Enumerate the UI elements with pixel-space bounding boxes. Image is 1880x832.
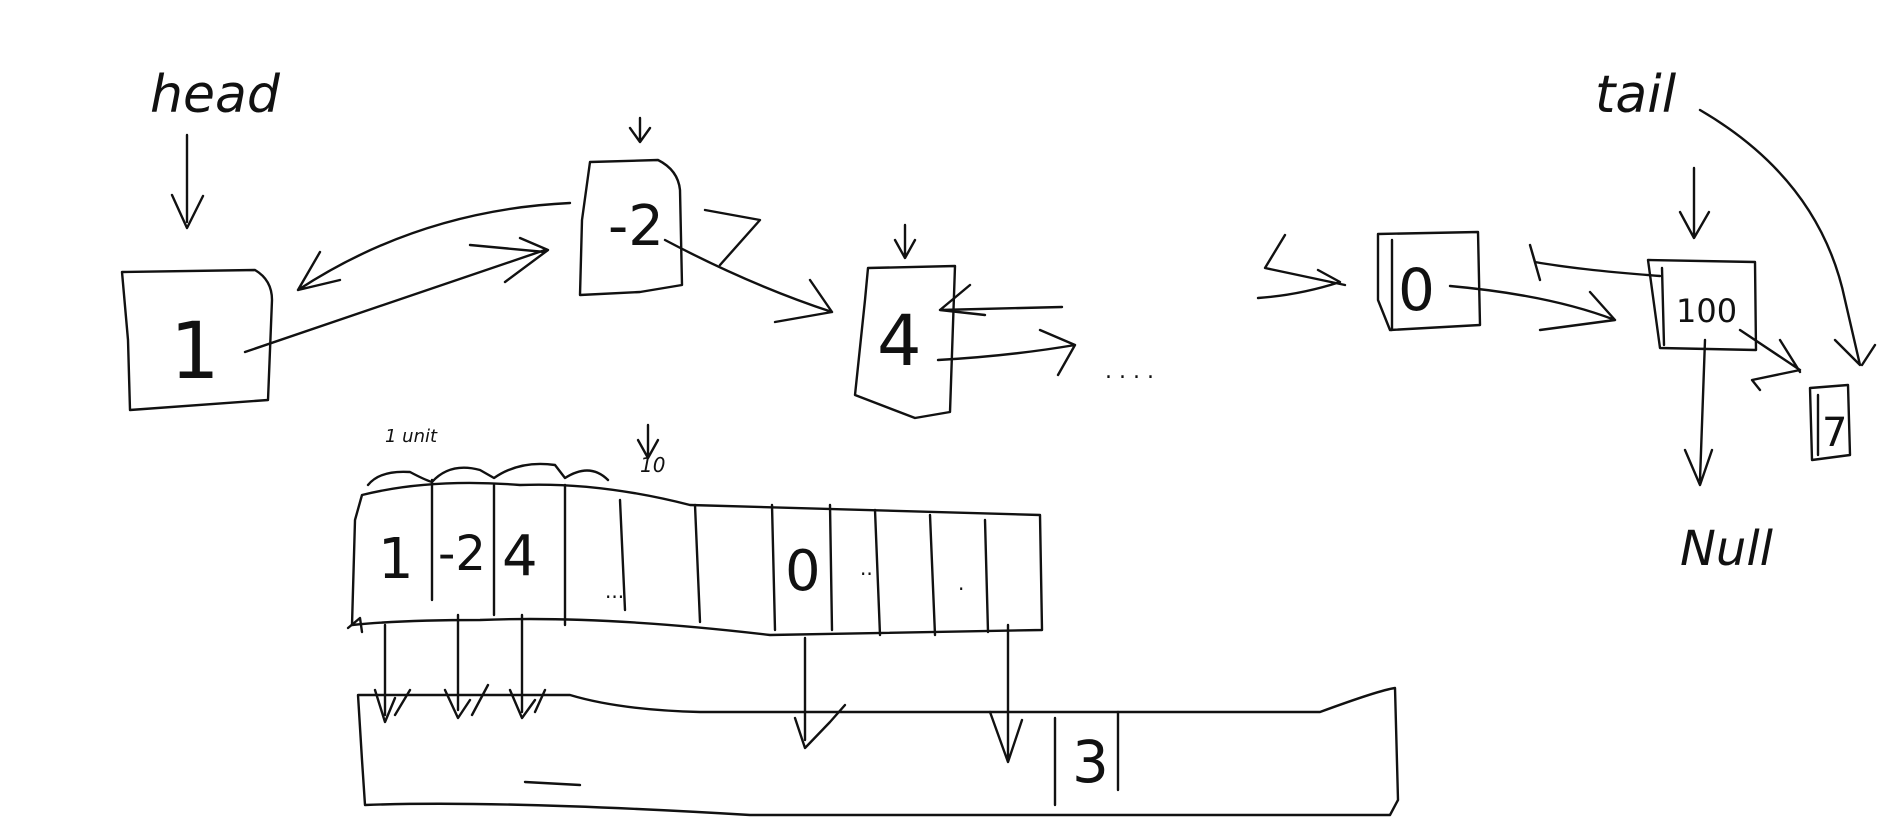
first-unit-label: 1 unit bbox=[385, 426, 438, 447]
node-1-box bbox=[120, 268, 274, 412]
connector-cell-3 bbox=[508, 613, 547, 720]
array-cell-6: .. bbox=[860, 556, 873, 580]
node-6-box bbox=[1808, 383, 1852, 462]
node-6-value: 7 bbox=[1822, 410, 1847, 456]
node-3-value: 4 bbox=[877, 300, 922, 382]
node-1-value: 1 bbox=[170, 307, 220, 397]
array-cell-2: -2 bbox=[438, 526, 486, 582]
link-2-to-3 bbox=[663, 238, 834, 324]
connector-cell-5 bbox=[793, 636, 847, 750]
link-prev-0 bbox=[1256, 233, 1347, 300]
array-cell-5: 0 bbox=[785, 539, 821, 604]
node-2-value: -2 bbox=[608, 194, 664, 259]
bottom-strip-cell bbox=[1053, 710, 1120, 807]
connector-cell-2 bbox=[443, 613, 490, 720]
null-label: Null bbox=[1680, 521, 1774, 577]
array-cell-4: ... bbox=[605, 579, 624, 603]
array-cell-1: 1 bbox=[378, 527, 414, 592]
link-3-to-next bbox=[936, 328, 1077, 377]
tail-curve bbox=[1698, 108, 1877, 367]
connector-cell-7 bbox=[988, 623, 1024, 764]
tail-arrow bbox=[1678, 166, 1711, 240]
array-cell-3: 4 bbox=[502, 524, 538, 589]
list-ellipsis: . . . . bbox=[1105, 359, 1154, 384]
link-1-to-2 bbox=[243, 236, 550, 354]
tail-label: tail bbox=[1595, 65, 1677, 125]
link-2-to-1 bbox=[296, 201, 572, 292]
link-100-to-0 bbox=[1528, 243, 1662, 282]
node-3-pointer bbox=[893, 223, 917, 260]
node-5-value: 100 bbox=[1676, 292, 1737, 330]
array-cell-7: . bbox=[958, 571, 964, 595]
link-0-to-100 bbox=[1448, 284, 1617, 332]
link-100-to-null bbox=[1683, 338, 1714, 487]
head-label: head bbox=[150, 65, 281, 125]
array-dividers bbox=[430, 478, 990, 637]
bottom-strip-outline bbox=[356, 686, 1400, 817]
node-5-box bbox=[1646, 258, 1758, 352]
head-arrow bbox=[170, 133, 205, 230]
array-outline bbox=[350, 481, 1044, 637]
node-2-pointer bbox=[628, 116, 652, 144]
link-3-to-2 bbox=[703, 208, 1064, 317]
bottom-strip-value: 3 bbox=[1072, 728, 1109, 796]
node-2-box bbox=[578, 158, 684, 297]
node-4-value: 0 bbox=[1398, 256, 1435, 324]
node-4-box bbox=[1376, 230, 1482, 332]
array-left-tick bbox=[346, 616, 364, 634]
node-3-box bbox=[853, 264, 957, 420]
connector-cell-1 bbox=[373, 623, 412, 724]
array-ten-arrow bbox=[636, 423, 660, 460]
link-100-to-7 bbox=[1738, 328, 1802, 392]
ten-label: 10 bbox=[640, 453, 665, 477]
array-unit-braces bbox=[366, 462, 610, 487]
bottom-strip-dash bbox=[523, 780, 582, 787]
